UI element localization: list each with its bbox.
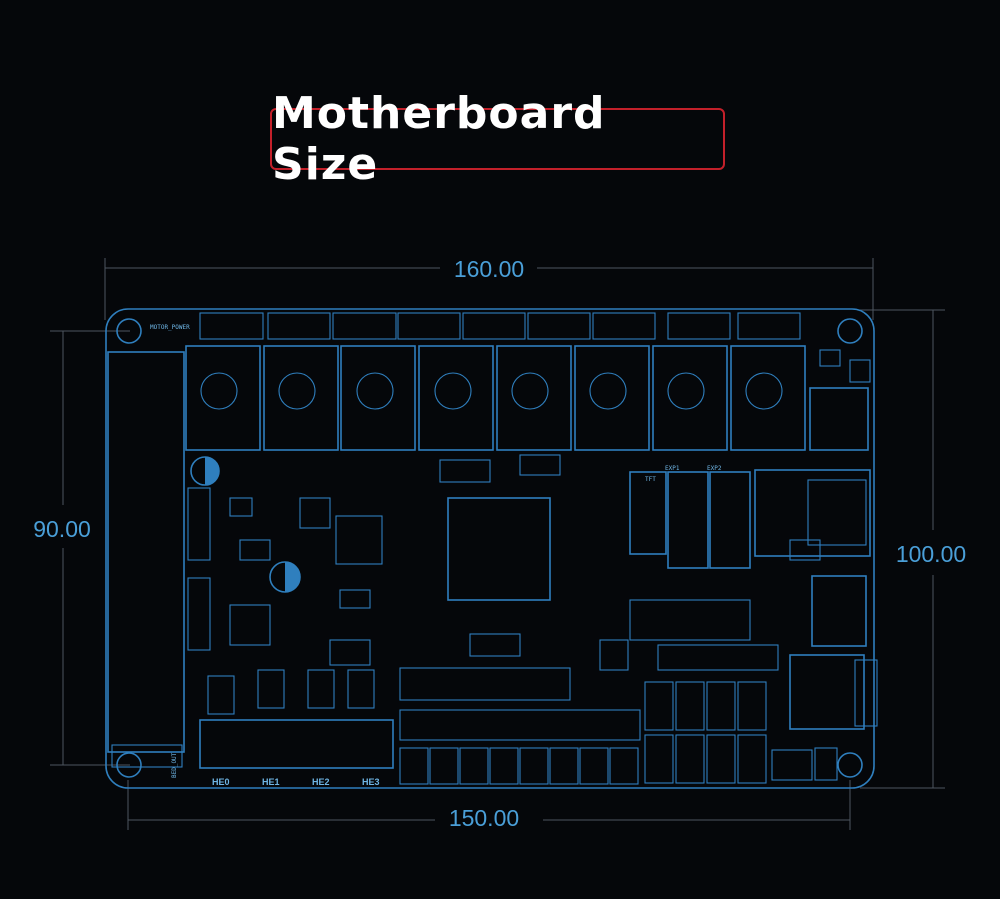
small-components [229,349,871,741]
hole-height-label: 90.00 [33,516,91,542]
exp1-label: EXP1 [665,465,680,472]
bottom-connectors [399,681,838,785]
title-box: Motherboard Size [270,88,725,190]
mounting-hole [116,752,142,778]
he2-label: HE2 [312,777,330,787]
he0-label: HE0 [212,777,230,787]
tft-label: TFT [645,476,656,483]
hole-width-label: 150.00 [449,805,519,831]
page-title: Motherboard Size [272,88,606,190]
mcu-chip [447,497,551,601]
mounting-hole [837,752,863,778]
driver-slots [185,345,806,451]
heater-terminal [199,719,394,769]
exp2-label: EXP2 [707,465,722,472]
mounting-hole [837,318,863,344]
power-terminal-block [107,351,185,753]
outer-height-label: 100.00 [896,541,966,567]
mounting-hole [116,318,142,344]
board-outline [105,308,875,789]
stepper-connectors [199,312,801,340]
bed-out-label: BED_OUT [171,752,178,778]
mosfets [207,669,375,715]
outer-width-label: 160.00 [454,256,524,282]
he3-label: HE3 [362,777,380,787]
he1-label: HE1 [262,777,280,787]
motor-power-label: MOTOR_POWER [150,324,190,331]
